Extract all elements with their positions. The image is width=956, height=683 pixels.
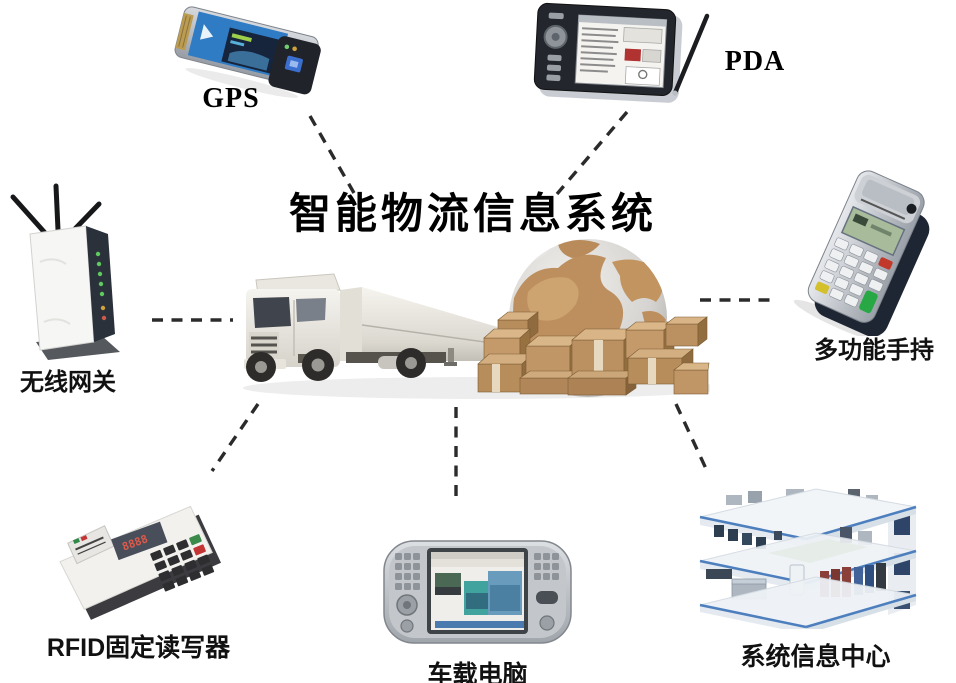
rfid-reader-label: RFID固定读写器 bbox=[46, 634, 231, 662]
system-info-center-label: 系统信息中心 bbox=[740, 643, 891, 671]
pda-stylus bbox=[672, 13, 710, 96]
diagram-title: 智能物流信息系统 bbox=[288, 190, 657, 237]
multifunction-handheld-label: 多功能手持 bbox=[814, 337, 934, 364]
pda-illustration bbox=[533, 2, 710, 103]
connector-line-pda bbox=[555, 110, 629, 196]
cardboard-boxes-illustration bbox=[477, 311, 710, 396]
vehicle-computer-label: 车载电脑 bbox=[427, 661, 528, 683]
pda-label: PDA bbox=[724, 46, 786, 77]
gps-card-illustration bbox=[174, 6, 321, 98]
wireless-gateway-illustration bbox=[10, 183, 120, 360]
system-info-center-illustration bbox=[699, 488, 917, 629]
rfid-reader-illustration: 8888 bbox=[59, 505, 222, 620]
truck-illustration bbox=[244, 273, 529, 382]
vehicle-computer-illustration bbox=[383, 540, 572, 644]
multifunction-handheld-illustration bbox=[793, 170, 930, 336]
logistics-scene-illustration bbox=[243, 239, 710, 399]
wireless-gateway-label: 无线网关 bbox=[20, 369, 116, 396]
gps-label: GPS bbox=[202, 83, 260, 114]
connector-line-rfid bbox=[210, 403, 260, 472]
connector-line-gps bbox=[308, 115, 356, 194]
connector-line-infocenter bbox=[674, 403, 710, 474]
